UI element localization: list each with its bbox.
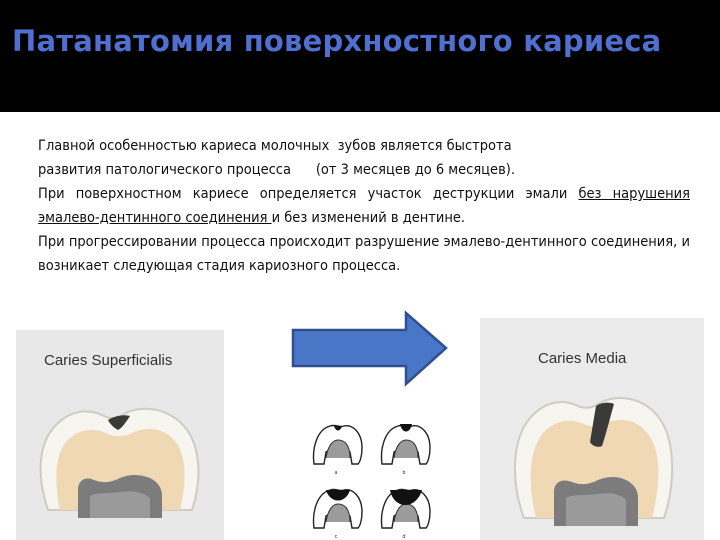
- caries-stages-grid: a b c d: [306, 418, 436, 540]
- body-paragraph-3: При прогрессировании процесса происходит…: [38, 234, 690, 274]
- caries-media-label: Caries Media: [538, 350, 627, 367]
- body-paragraph-2: При поверхностном кариесе определяется у…: [38, 182, 690, 230]
- caries-lesion: [590, 402, 614, 447]
- caries-stages-illustration: a b c d: [312, 424, 431, 540]
- stage-mark-d: d: [402, 534, 405, 540]
- stage-mark-b: b: [402, 470, 405, 476]
- title-bar: Патанатомия поверхностного кариеса: [0, 0, 720, 112]
- body-line-2: развития патологического процесса (от 3 …: [38, 162, 515, 178]
- body-line-1: Главной особенностью кариеса молочных зу…: [38, 138, 512, 154]
- tooth-superficialis-illustration: [39, 407, 200, 518]
- stage-tooth-2: b: [380, 424, 431, 476]
- slide-body: Главной особенностью кариеса молочных зу…: [38, 134, 690, 278]
- pulp-inner: [566, 493, 626, 526]
- stage-mark-a: a: [334, 470, 337, 476]
- p2-prefix: При поверхностном кариесе определяется у…: [38, 186, 579, 202]
- p2-suffix: и без изменений в дентине.: [271, 210, 466, 226]
- caries-superficialis-figure: Caries Superficialis: [16, 330, 224, 540]
- pulp-inner: [90, 491, 150, 518]
- p2-underlined: без нарушения эмалево-дентинного соедине…: [38, 186, 690, 226]
- caries-media-figure: Caries Media: [480, 318, 704, 540]
- slide-title: Патанатомия поверхностного кариеса: [12, 24, 662, 58]
- caries-lesion: [108, 415, 130, 430]
- stage-tooth-4: d: [380, 488, 431, 540]
- tooth-media-illustration: [513, 397, 674, 526]
- stage-tooth-3: c: [312, 488, 363, 540]
- right-arrow-icon: [291, 310, 448, 387]
- stage-mark-c: c: [335, 534, 338, 540]
- caries-superficialis-label: Caries Superficialis: [44, 352, 173, 369]
- progression-arrow: [290, 310, 450, 390]
- stage-tooth-1: a: [312, 424, 363, 476]
